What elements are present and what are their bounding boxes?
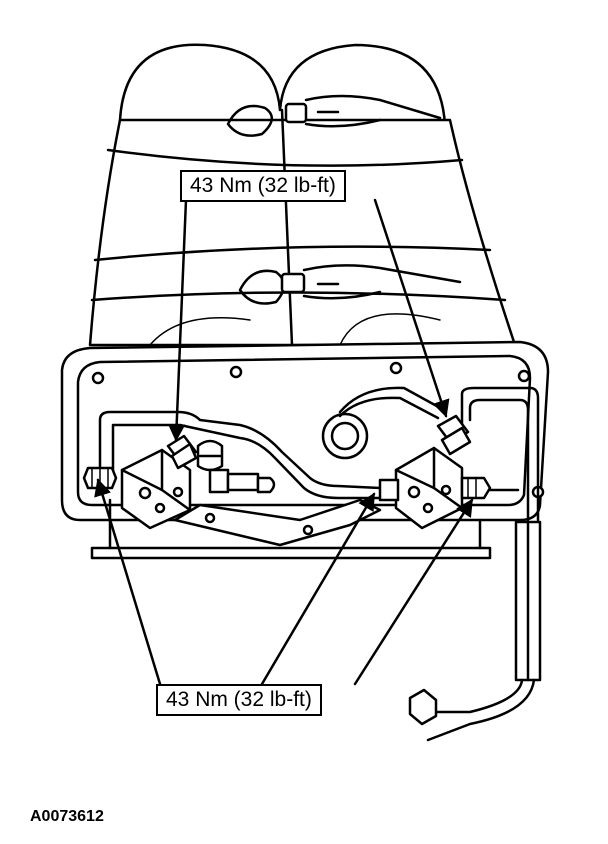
- cylinder-tops: [118, 43, 447, 127]
- fittings: [82, 414, 492, 502]
- tank-body: [88, 108, 517, 347]
- upper-strap-clamp: [226, 94, 442, 137]
- callout-leaders: [94, 198, 474, 686]
- left-valve-block: [120, 448, 192, 530]
- base-tray: [90, 498, 492, 560]
- figure-id: A0073612: [30, 808, 104, 825]
- cable-assembly: [408, 520, 542, 742]
- torque-callout-bottom: 43 Nm (32 lb-ft): [156, 684, 322, 716]
- brake-lines: [98, 386, 540, 522]
- lower-strap-clamp: [238, 264, 462, 305]
- torque-callout-top: 43 Nm (32 lb-ft): [180, 170, 346, 202]
